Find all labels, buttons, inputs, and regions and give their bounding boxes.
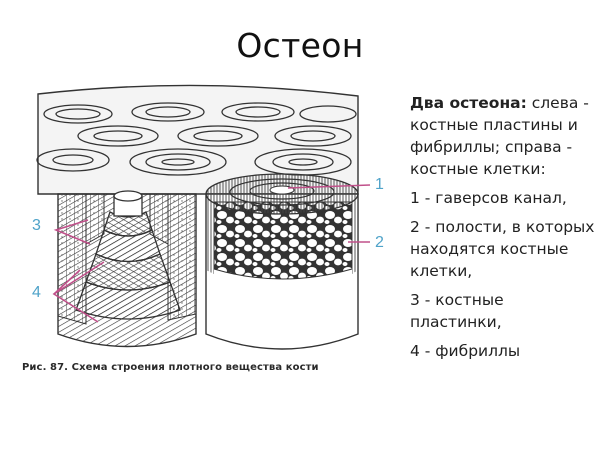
label-4: 4 bbox=[32, 284, 41, 301]
compact-bone-band bbox=[36, 84, 359, 195]
osteon-illustration bbox=[36, 84, 371, 350]
description-intro: Два остеона: слева - костные пластины и … bbox=[410, 92, 600, 180]
legend-item-2: 2 - полости, в которых находятся костные… bbox=[410, 218, 595, 280]
left-osteon-lamellae-fibrils bbox=[57, 190, 197, 348]
label-2: 2 bbox=[375, 234, 384, 251]
slide-title: Остеон bbox=[236, 26, 364, 65]
leader-lines bbox=[52, 184, 371, 323]
osteon-diagram: 1 2 3 4 bbox=[18, 84, 398, 360]
label-3: 3 bbox=[32, 217, 41, 234]
legend-item-4: 4 - фибриллы bbox=[410, 342, 521, 360]
label-1: 1 bbox=[375, 176, 384, 193]
legend-item-3: 3 - костные пластинки, bbox=[410, 291, 504, 331]
intro-bold: Два остеона: bbox=[410, 94, 527, 112]
intro-rest: слева - костные пластины и фибриллы; спр… bbox=[410, 94, 589, 178]
legend-item-1: 1 - гаверсов канал, bbox=[410, 189, 567, 207]
right-osteon-bone-cells bbox=[205, 173, 359, 350]
figure-caption: Рис. 87. Схема строения плотного веществ… bbox=[22, 362, 319, 373]
description-panel: Два остеона: слева - костные пластины и … bbox=[410, 92, 600, 369]
